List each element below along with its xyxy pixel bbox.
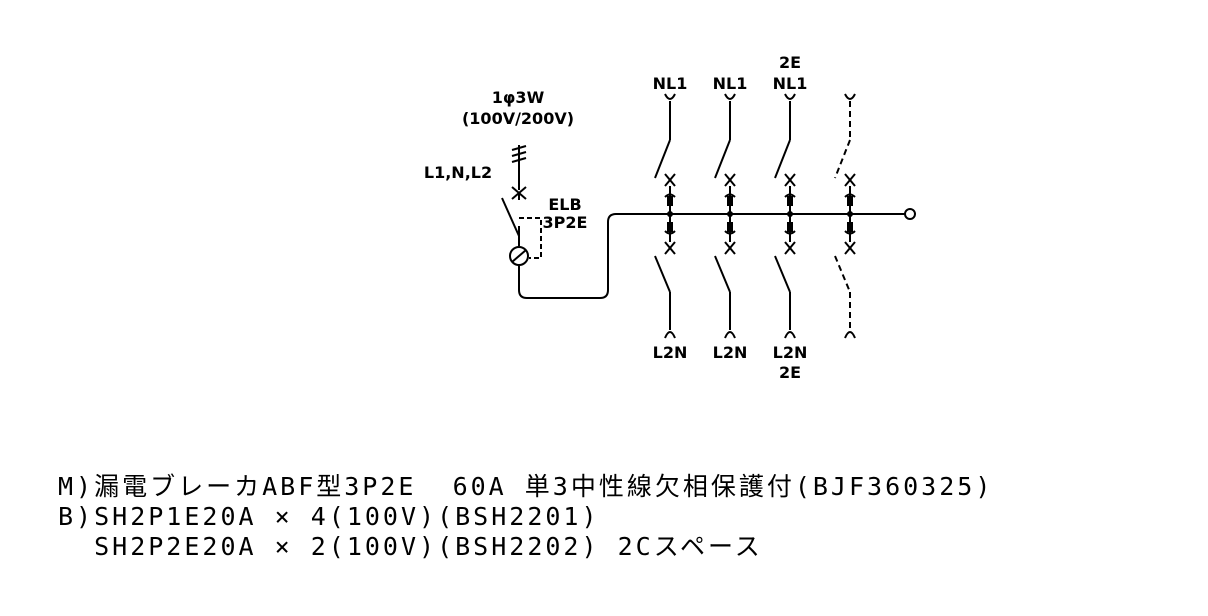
- elb-poles-label: 3P2E: [543, 213, 588, 232]
- branch-bottom-earth-label-3: 2E: [779, 363, 801, 382]
- single-line-diagram: 1φ3W (100V/200V) L1,N,L2 ELB 3P2E NL1L2N…: [424, 53, 916, 382]
- branch-circuit-3: [774, 93, 796, 339]
- note-branch-2e: SH2P2E20A × 2(100V)(BSH2202) 2Cスペース: [58, 532, 763, 561]
- branch-top-label-2: NL1: [713, 74, 748, 93]
- incoming-feeder: [511, 145, 527, 200]
- branch-top-label-3: NL1: [773, 74, 808, 93]
- note-branch-1e: B)SH2P1E20A × 4(100V)(BSH2201): [58, 502, 600, 531]
- branch-space-4: [834, 93, 856, 339]
- elb-type-label: ELB: [548, 195, 581, 214]
- branch-top-label-1: NL1: [653, 74, 688, 93]
- supply-voltage-label: (100V/200V): [462, 109, 574, 128]
- branch-bottom-label-3: L2N: [773, 343, 808, 362]
- branch-bottom-label-2: L2N: [713, 343, 748, 362]
- branch-top-earth-label-3: 2E: [779, 53, 801, 72]
- branch-circuit-1: [654, 93, 676, 339]
- supply-conductors-label: L1,N,L2: [424, 163, 492, 182]
- note-main-breaker: M)漏電ブレーカABF型3P2E 60A 単3中性線欠相保護付(BJF36032…: [58, 472, 994, 501]
- branch-circuit-2: [714, 93, 736, 339]
- supply-phase-label: 1φ3W: [492, 88, 545, 107]
- main-elb-symbol: [501, 194, 916, 299]
- branch-bottom-label-1: L2N: [653, 343, 688, 362]
